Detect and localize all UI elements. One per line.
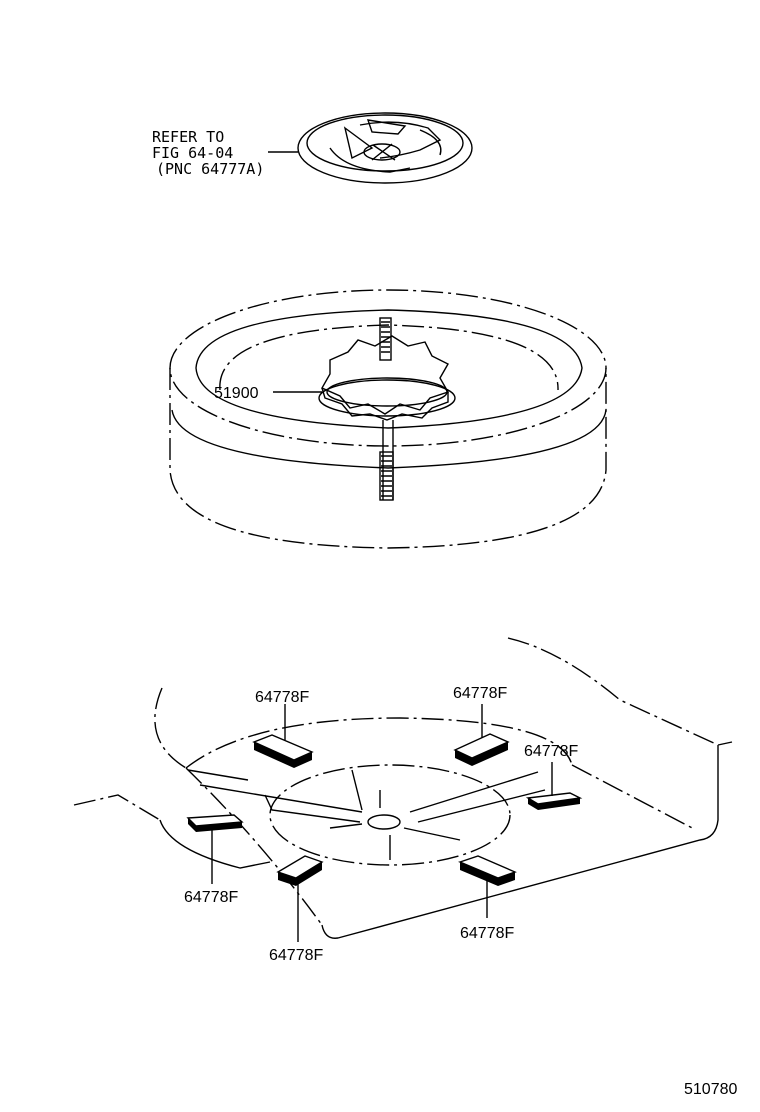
tire-well — [73, 637, 733, 939]
spare-tire — [169, 289, 607, 549]
pad-right — [525, 792, 583, 810]
pad-label-bottom-right: 64778F — [460, 925, 514, 942]
hold-down-bolt — [318, 317, 456, 501]
pad-label-bottom-mid: 64778F — [269, 947, 323, 964]
refer-label-line3: (PNC 64777A) — [156, 160, 264, 178]
refer-label-line2: FIG 64-04 — [152, 144, 233, 162]
diagram-number: 510780 — [684, 1081, 737, 1098]
bolt-part-label: 51900 — [214, 385, 259, 402]
pad-label-left: 64778F — [184, 889, 238, 906]
refer-label-line1: REFER TO — [152, 128, 224, 146]
pad-bottom-right — [458, 855, 517, 886]
pad-label-right: 64778F — [524, 743, 578, 760]
pad-top-right — [453, 733, 510, 766]
pad-left — [186, 814, 244, 832]
pad-top-left — [252, 734, 314, 768]
pad-bottom-mid — [276, 855, 324, 886]
pad-label-top-left: 64778F — [255, 689, 309, 706]
pad-label-top-right: 64778F — [453, 685, 507, 702]
cover-disc — [297, 112, 473, 184]
